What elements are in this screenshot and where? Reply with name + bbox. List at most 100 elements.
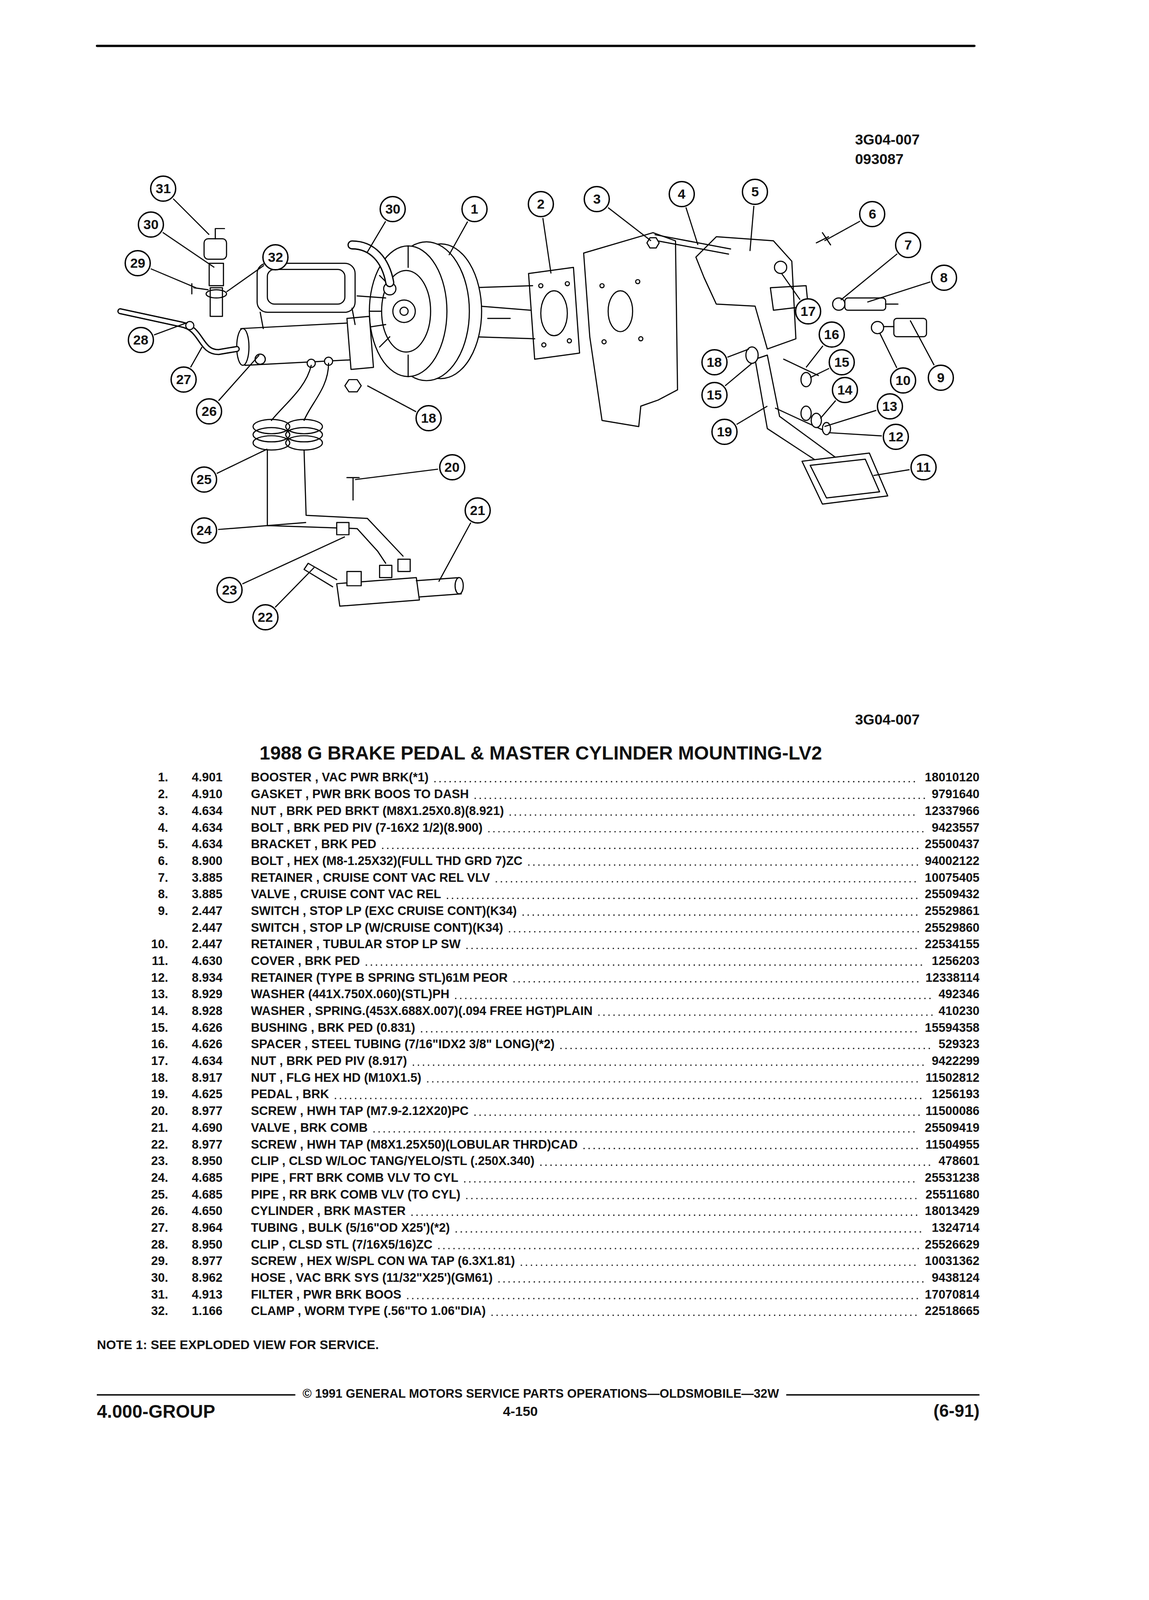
- group-code: 8.934: [191, 970, 223, 985]
- callout-text: 12: [888, 429, 904, 444]
- dot-leader: [382, 847, 919, 850]
- leader-line: [736, 406, 768, 425]
- group-code: 4.650: [191, 1203, 223, 1219]
- dash-panel: [583, 232, 678, 427]
- group-number: 4.000-GROUP: [96, 1400, 215, 1423]
- callout-number: 16: [818, 321, 845, 348]
- leader-line: [685, 207, 698, 245]
- part-description: BOOSTER , VAC PWR BRK(*1): [250, 769, 429, 785]
- dot-leader: [599, 1014, 933, 1016]
- callout-number: 9: [927, 364, 955, 391]
- callout-text: 21: [469, 503, 485, 518]
- dot-leader: [335, 1097, 926, 1100]
- part-number: 22534155: [924, 936, 980, 952]
- group-code: 8.977: [191, 1137, 223, 1152]
- part-description: TUBING , BULK (5/16"OD X25')(*2): [250, 1220, 450, 1235]
- item-number: 20.: [150, 1103, 169, 1119]
- part-description: NUT , BRK PED BRKT (M8X1.25X0.8)(8.921): [250, 803, 505, 819]
- callout-text: 14: [837, 383, 853, 397]
- callout-number: 1: [461, 195, 488, 223]
- part-description: NUT , FLG HEX HD (M10X1.5): [250, 1070, 422, 1085]
- part-description: GASKET , PWR BRK BOOS TO DASH: [250, 786, 470, 802]
- part-description: BRACKET , BRK PED: [250, 836, 377, 852]
- part-description: CLIP , CLSD STL (7/16X5/16)ZC: [250, 1237, 433, 1252]
- callout-text: 20: [444, 460, 460, 475]
- dot-leader: [523, 914, 919, 916]
- dot-leader: [427, 1080, 920, 1083]
- dot-leader: [413, 1064, 926, 1066]
- part-number: 25511680: [925, 1187, 980, 1202]
- callout-number: 20: [439, 454, 466, 481]
- leader-line: [879, 332, 897, 369]
- dot-leader: [510, 814, 919, 816]
- dot-leader: [466, 1197, 920, 1199]
- callout-number: 6: [859, 200, 886, 228]
- callout-number: 21: [464, 497, 491, 524]
- part-description: SPACER , STEEL TUBING (7/16"IDX2 3/8" LO…: [250, 1036, 555, 1052]
- group-code: 4.910: [191, 786, 223, 802]
- part-number: 25531238: [924, 1170, 980, 1185]
- leader-line: [810, 368, 830, 378]
- callout-text: 25: [196, 472, 212, 487]
- leader-line: [226, 265, 264, 292]
- callout-text: 3: [593, 192, 601, 206]
- leader-line: [724, 363, 752, 386]
- part-number: 25509432: [924, 886, 980, 902]
- combination-valve: [304, 559, 464, 606]
- part-number: 10075405: [924, 870, 980, 885]
- group-code: 4.901: [191, 769, 223, 785]
- part-number: 9791640: [931, 786, 980, 802]
- callout-number: 12: [882, 423, 910, 450]
- group-code: 8.929: [191, 986, 223, 1002]
- item-number: 12.: [150, 970, 169, 985]
- callout-text: 10: [895, 373, 911, 388]
- leader-line: [820, 400, 836, 419]
- item-number: 29.: [150, 1253, 169, 1269]
- dot-leader: [456, 1231, 926, 1233]
- leader-line: [910, 320, 935, 365]
- callout-number: 10: [889, 367, 917, 394]
- item-number: 18.: [150, 1070, 169, 1085]
- item-number: 30.: [150, 1270, 169, 1285]
- part-number: 9422299: [931, 1053, 980, 1069]
- part-description: NUT , BRK PED PIV (8.917): [250, 1053, 408, 1069]
- part-description: CLIP , CLSD W/LOC TANG/YELO/STL (.250X.3…: [250, 1153, 535, 1169]
- part-description: SCREW , HWH TAP (M7.9-2.12X20)PC: [250, 1103, 469, 1119]
- part-number: 478601: [938, 1153, 980, 1169]
- callout-text: 6: [868, 207, 877, 221]
- leader-line: [173, 198, 210, 235]
- leader-line: [154, 322, 188, 335]
- part-number: 9423557: [931, 820, 980, 835]
- item-number: 10.: [150, 936, 169, 952]
- group-code: 8.950: [191, 1153, 223, 1169]
- dot-leader: [560, 1047, 933, 1050]
- dot-leader: [366, 964, 926, 966]
- callout-number: 31: [149, 175, 177, 202]
- leader-line: [824, 410, 877, 427]
- callout-text: 18: [420, 411, 436, 425]
- part-number: 15594358: [924, 1020, 980, 1035]
- dot-leader: [464, 1180, 919, 1183]
- dot-leader: [455, 997, 933, 1000]
- item-number: 25.: [150, 1187, 169, 1202]
- part-description: RETAINER (TYPE B SPRING STL)61M PEOR: [250, 970, 508, 985]
- header-code: 3G04-007: [854, 130, 920, 149]
- callout-number: 28: [127, 326, 155, 354]
- group-code: 8.928: [191, 1003, 223, 1019]
- dot-leader: [540, 1164, 933, 1166]
- group-code: 4.625: [191, 1086, 223, 1102]
- dot-leader: [492, 1314, 919, 1316]
- callout-text: 29: [129, 256, 145, 270]
- leader-line: [150, 268, 196, 288]
- item-number: 11.: [151, 953, 169, 969]
- leader-line: [873, 469, 910, 476]
- callout-number: 24: [190, 517, 218, 544]
- leader-line: [867, 281, 931, 302]
- leader-line: [727, 349, 749, 358]
- leader-line: [242, 536, 345, 585]
- part-description: VALVE , CRUISE CONT VAC REL: [250, 886, 442, 902]
- leader-line: [749, 205, 755, 251]
- group-code: 4.634: [191, 820, 223, 835]
- part-description: BOLT , BRK PED PIV (7-16X2 1/2)(8.900): [250, 820, 483, 835]
- group-code: 4.634: [191, 803, 223, 819]
